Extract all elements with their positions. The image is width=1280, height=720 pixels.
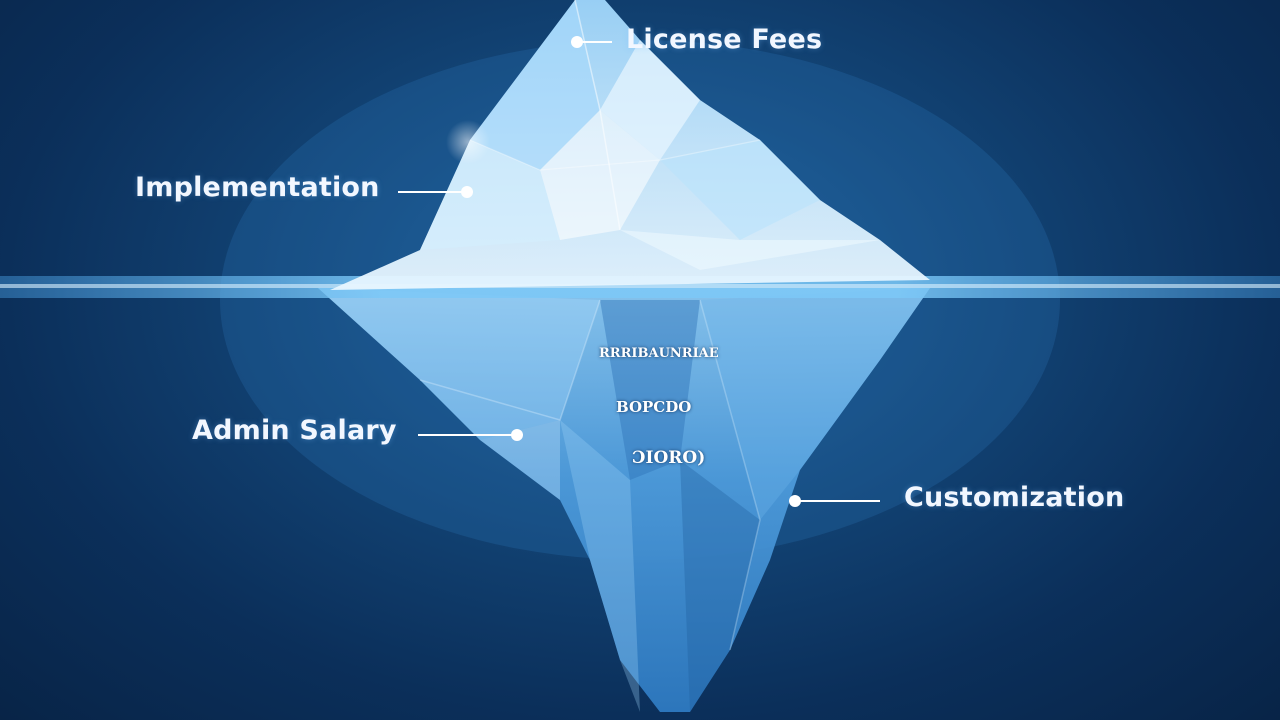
license-fees-label: License Fees xyxy=(626,24,823,55)
callout-dot xyxy=(461,186,473,198)
callout-dot xyxy=(511,429,523,441)
iceberg-submerged-part xyxy=(318,288,930,712)
callout-customization xyxy=(789,495,880,507)
callout-dot xyxy=(789,495,801,507)
iceberg-inner-text-1: RRRIBAUNRIAE xyxy=(599,346,719,361)
callout-license xyxy=(571,36,612,48)
implementation-label: Implementation xyxy=(135,172,380,203)
iceberg-inner-text-2: BOPCDO xyxy=(616,398,692,416)
iceberg-inner-text-3: ƆIORO) xyxy=(632,448,706,468)
callout-admin xyxy=(418,429,523,441)
callout-implementation xyxy=(398,186,473,198)
admin-salary-label: Admin Salary xyxy=(192,415,397,446)
customization-label: Customization xyxy=(904,482,1125,513)
callout-dot xyxy=(571,36,583,48)
iceberg-tip xyxy=(330,0,930,290)
